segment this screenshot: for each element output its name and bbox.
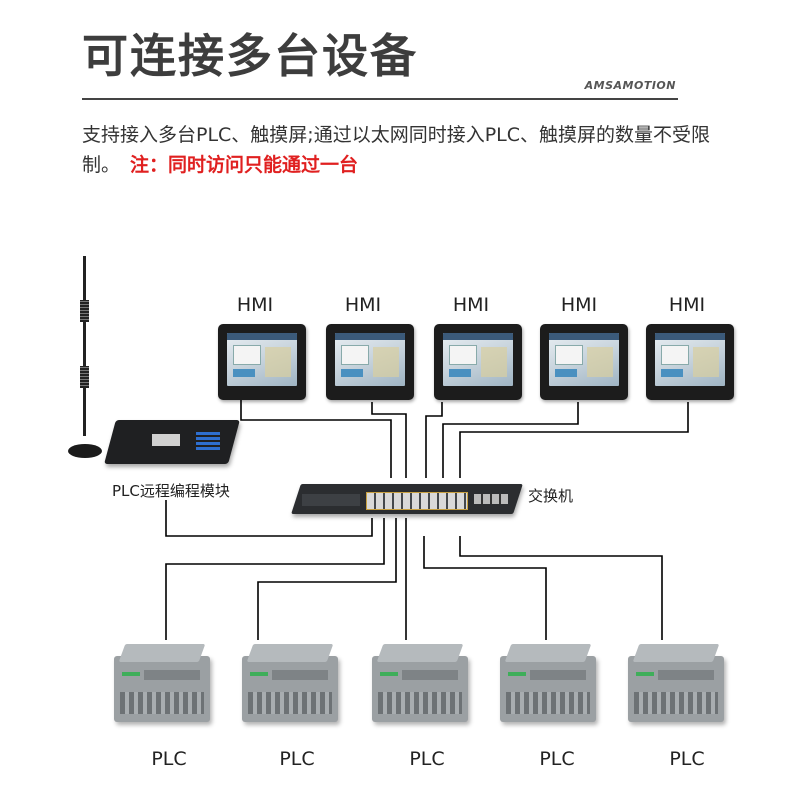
description-note: 注：同时访问只能通过一台 [130, 154, 359, 176]
plc-device-2 [242, 644, 342, 726]
hmi-screen [335, 333, 405, 386]
hmi-device-3 [434, 324, 522, 400]
link-hmi-1 [240, 400, 392, 478]
plc-label-5: PLC [669, 748, 705, 770]
brand-logo: AMSAMOTION [584, 79, 676, 92]
description-text: 支持接入多台PLC、触摸屏;通过以太网同时接入PLC、触摸屏的数量不受限制。 [82, 124, 711, 176]
plc-device-4 [500, 644, 600, 726]
description: 支持接入多台PLC、触摸屏;通过以太网同时接入PLC、触摸屏的数量不受限制。注：… [82, 120, 742, 180]
hmi-label-1: HMI [236, 294, 274, 316]
plc-device-1 [114, 644, 214, 726]
hmi-label-3: HMI [452, 294, 490, 316]
plc-device-5 [628, 644, 728, 726]
plc-label-3: PLC [409, 748, 445, 770]
link-hmi-3 [425, 402, 443, 478]
network-switch [291, 478, 523, 516]
hmi-screen [227, 333, 297, 386]
plc-remote-module [104, 412, 240, 470]
hmi-label-4: HMI [560, 294, 598, 316]
link-plc-2 [257, 518, 397, 640]
link-plc-1 [165, 518, 385, 640]
plc-label-1: PLC [151, 748, 187, 770]
page-title: 可连接多台设备 [82, 29, 418, 83]
plc-label-2: PLC [279, 748, 315, 770]
hmi-screen [443, 333, 513, 386]
link-hmi-5 [459, 402, 689, 478]
hmi-label-5: HMI [668, 294, 706, 316]
hmi-screen [549, 333, 619, 386]
switch-label: 交换机 [528, 487, 574, 505]
link-plc-5 [459, 536, 663, 640]
title-divider [82, 98, 678, 100]
plc-device-3 [372, 644, 472, 726]
hmi-device-5 [646, 324, 734, 400]
link-hmi-2 [371, 402, 407, 478]
link-plc-4 [423, 536, 547, 640]
router-label: PLC远程编程模块 [112, 482, 230, 500]
hmi-screen [655, 333, 725, 386]
hmi-device-1 [218, 324, 306, 400]
antenna-icon [68, 256, 102, 464]
hmi-device-4 [540, 324, 628, 400]
plc-label-4: PLC [539, 748, 575, 770]
link-hmi-4 [442, 402, 579, 478]
hmi-device-2 [326, 324, 414, 400]
link-router [165, 500, 373, 537]
hmi-label-2: HMI [344, 294, 382, 316]
